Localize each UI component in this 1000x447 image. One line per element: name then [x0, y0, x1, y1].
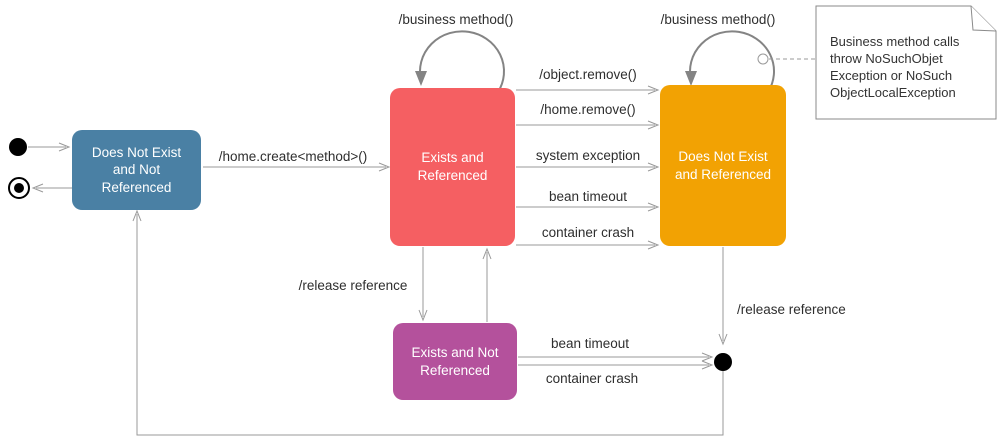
note-fold-corner — [970, 5, 997, 32]
label-bean-timeout-top: bean timeout — [548, 189, 628, 204]
transition-system-exception-arrow — [516, 162, 660, 172]
transition-release-reference-right-arrow — [718, 247, 728, 346]
state-label: Exists and Referenced — [417, 150, 488, 183]
transition-object-remove-arrow — [516, 85, 660, 95]
label-business-method-left: /business method() — [398, 12, 514, 27]
state-does-not-exist-not-referenced: Does Not Exist and Not Referenced — [72, 130, 201, 210]
label-business-method-right: /business method() — [660, 12, 776, 27]
state-label: Exists and Not Referenced — [411, 344, 499, 378]
label-release-reference-left: /release reference — [298, 278, 408, 293]
transition-home-create-arrow — [203, 162, 391, 172]
state-label: Does Not Exist and Referenced — [674, 148, 772, 182]
transition-container-crash-top-arrow — [516, 240, 660, 250]
transition-release-reference-left-arrow — [418, 247, 428, 322]
transition-purple-to-red-arrow — [482, 247, 492, 322]
note-anchor-circle — [757, 53, 769, 65]
final-state-icon — [8, 177, 72, 199]
state-label: Does Not Exist and Not Referenced — [91, 144, 182, 195]
junction-node — [714, 353, 732, 371]
note-shape — [815, 5, 997, 120]
transition-bean-timeout-top-arrow — [516, 202, 660, 212]
transition-junction-to-start-arrow — [132, 209, 724, 436]
label-container-crash-top: container crash — [541, 225, 635, 240]
note-text: Business method calls throw NoSuchObjet … — [830, 34, 960, 100]
initial-state-icon — [9, 138, 71, 156]
label-home-create: /home.create<method>() — [218, 149, 368, 164]
label-system-exception: system exception — [535, 148, 641, 163]
state-exists-and-referenced: Exists and Referenced — [390, 88, 515, 246]
transition-bean-timeout-bottom-arrow — [518, 352, 714, 362]
transition-home-remove-arrow — [516, 120, 660, 130]
state-exists-and-not-referenced: Exists and Not Referenced — [393, 323, 517, 400]
label-home-remove: /home.remove() — [540, 102, 636, 117]
transition-container-crash-bottom-arrow — [518, 360, 714, 370]
label-release-reference-right: /release reference — [737, 302, 846, 317]
label-bean-timeout-bottom: bean timeout — [550, 336, 630, 351]
label-container-crash-bottom: container crash — [545, 371, 639, 386]
label-object-remove: /object.remove() — [539, 67, 637, 82]
self-loop-business-method-left — [415, 30, 505, 93]
self-loop-business-method-right — [685, 30, 815, 93]
state-does-not-exist-and-referenced: Does Not Exist and Referenced — [660, 85, 786, 246]
